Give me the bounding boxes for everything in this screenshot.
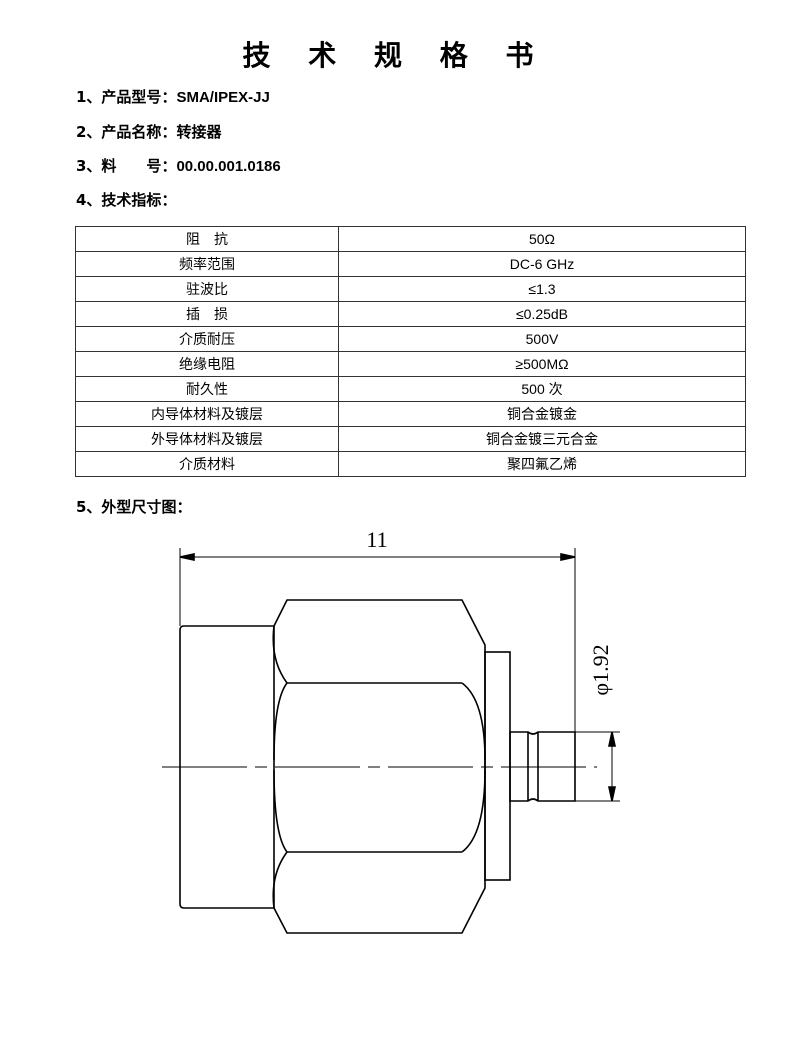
spec-row: 内导体材料及镀层铜合金镀金 — [75, 401, 746, 427]
hex-face-lower — [272, 769, 486, 909]
hex-face-upper — [272, 625, 486, 761]
spec-value: 铜合金镀三元合金 — [338, 426, 746, 452]
arrow-right — [560, 553, 576, 561]
spec-row: 外导体材料及镀层铜合金镀三元合金 — [75, 426, 746, 452]
spec-name: 外导体材料及镀层 — [75, 426, 339, 452]
spec-row: 绝缘电阻≥500MΩ — [75, 351, 746, 377]
value: 00.00.001.0186 — [176, 158, 281, 175]
product-model: 1、产品型号：SMA/IPEX-JJ — [76, 86, 270, 107]
spec-name: 阻 抗 — [75, 226, 339, 252]
length-dim-text: 11 — [366, 527, 387, 552]
spec-row: 驻波比≤1.3 — [75, 276, 746, 302]
flange — [484, 651, 511, 881]
spec-value: 聚四氟乙烯 — [338, 451, 746, 477]
spec-name: 频率范围 — [75, 251, 339, 277]
page-title: 技 术 规 格 书 — [242, 39, 548, 72]
arrow-left — [179, 553, 195, 561]
value: SMA/IPEX-JJ — [176, 89, 270, 106]
hex-nut — [273, 599, 486, 934]
spec-row: 介质材料聚四氟乙烯 — [75, 451, 746, 477]
spec-name: 介质耐压 — [75, 326, 339, 352]
dia-arrow-bottom — [608, 786, 616, 802]
label: 4、技术指标： — [76, 191, 177, 209]
spec-row: 插 损≤0.25dB — [75, 301, 746, 327]
spec-name: 插 损 — [75, 301, 339, 327]
label: 3、料 号： — [76, 157, 177, 175]
dia-arrow-top — [608, 731, 616, 747]
drawing-heading: 5、外型尺寸图： — [76, 498, 192, 516]
label: 1、产品型号： — [76, 88, 177, 106]
product-name: 2、产品名称：转接器 — [76, 121, 221, 142]
spec-value: ≥500MΩ — [338, 351, 746, 377]
label: 2、产品名称： — [76, 123, 177, 141]
tech-specs-heading: 4、技术指标： — [76, 189, 176, 210]
diameter-dim-text: φ1.92 — [588, 644, 613, 695]
spec-name: 绝缘电阻 — [75, 351, 339, 377]
spec-value: 铜合金镀金 — [338, 401, 746, 427]
spec-name: 内导体材料及镀层 — [75, 401, 339, 427]
spec-value: 500V — [338, 326, 746, 352]
spec-value: ≤1.3 — [338, 276, 746, 302]
value: 转接器 — [176, 123, 222, 141]
part-number: 3、料 号：00.00.001.0186 — [76, 155, 281, 176]
